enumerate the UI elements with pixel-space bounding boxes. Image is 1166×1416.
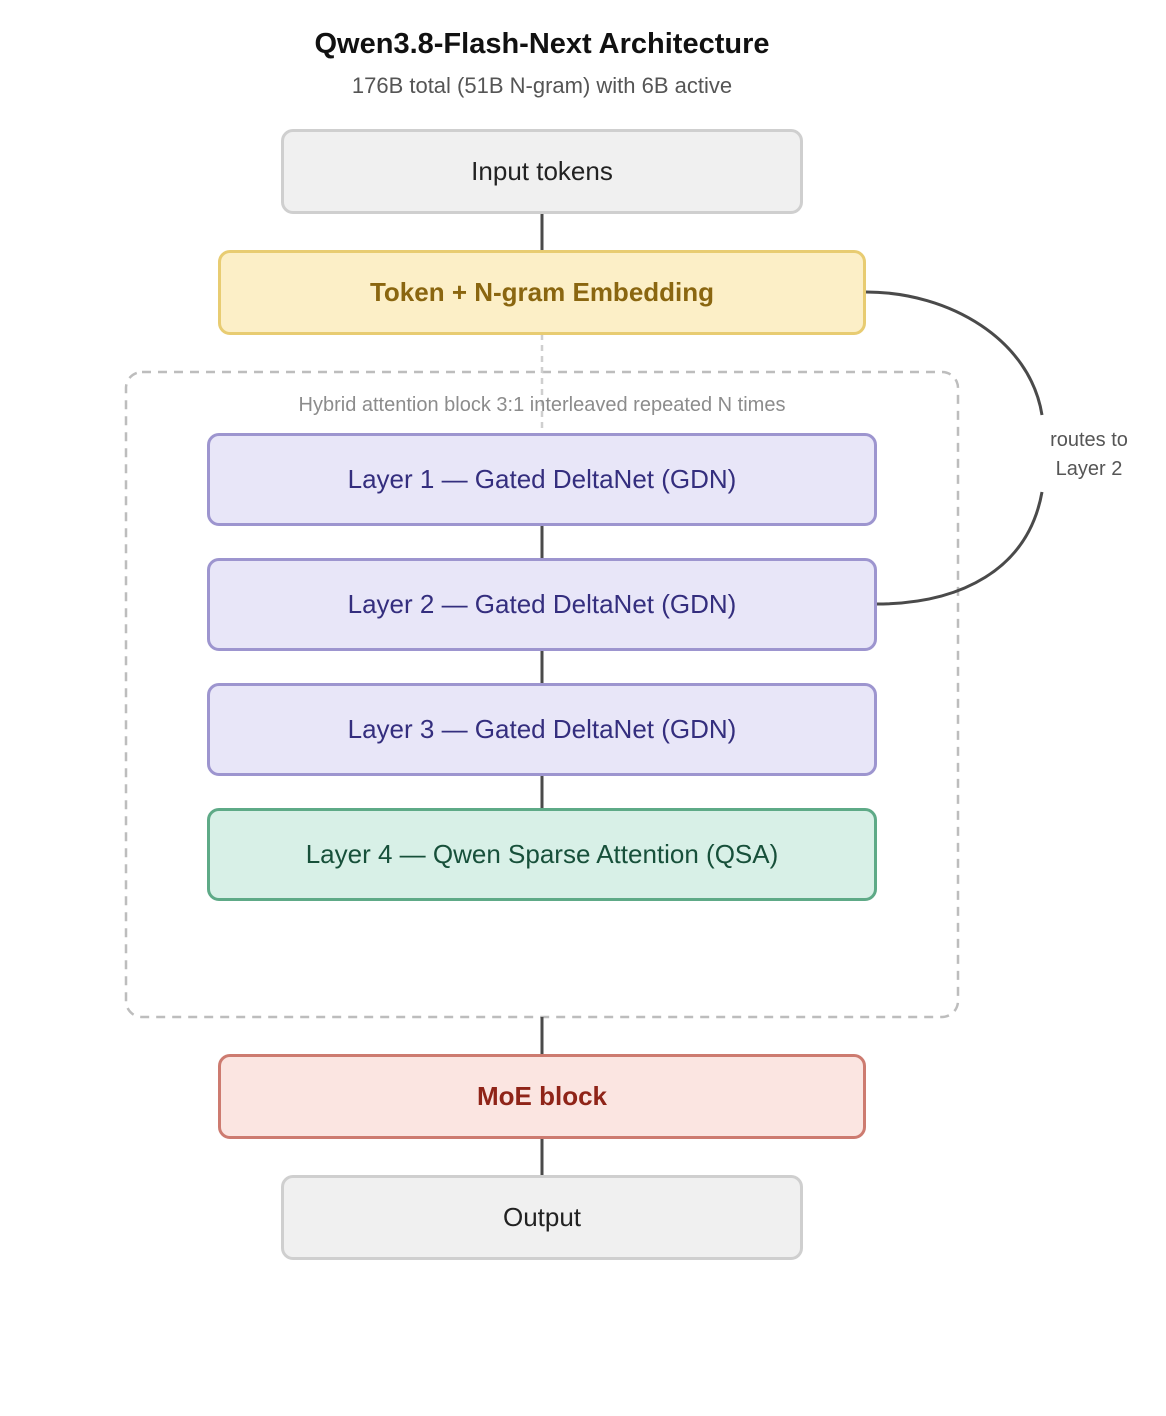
layer-1-gdn-node: Layer 1 — Gated DeltaNet (GDN): [207, 433, 877, 526]
hybrid-block-label: Hybrid attention block 3:1 interleaved r…: [298, 394, 786, 416]
route-label-line-1: routes to: [1050, 429, 1128, 451]
moe-block-node: MoE block: [218, 1054, 866, 1139]
route-arc-top: [865, 290, 1044, 416]
route-label-line-2: Layer 2: [1055, 458, 1123, 480]
route-label: routes to Layer 2: [1032, 426, 1146, 484]
diagram-title: Qwen3.8-Flash-Next Architecture: [314, 28, 770, 60]
input-tokens-node: Input tokens: [281, 129, 803, 214]
route-arc-bottom: [875, 491, 1044, 606]
output-node: Output: [281, 1175, 803, 1260]
layer-2-gdn-node: Layer 2 — Gated DeltaNet (GDN): [207, 558, 877, 651]
layer-4-qsa-node: Layer 4 — Qwen Sparse Attention (QSA): [207, 808, 877, 901]
diagram-subtitle: 176B total (51B N-gram) with 6B active: [351, 73, 733, 98]
layer-3-gdn-node: Layer 3 — Gated DeltaNet (GDN): [207, 683, 877, 776]
embedding-node: Token + N-gram Embedding: [218, 250, 866, 335]
